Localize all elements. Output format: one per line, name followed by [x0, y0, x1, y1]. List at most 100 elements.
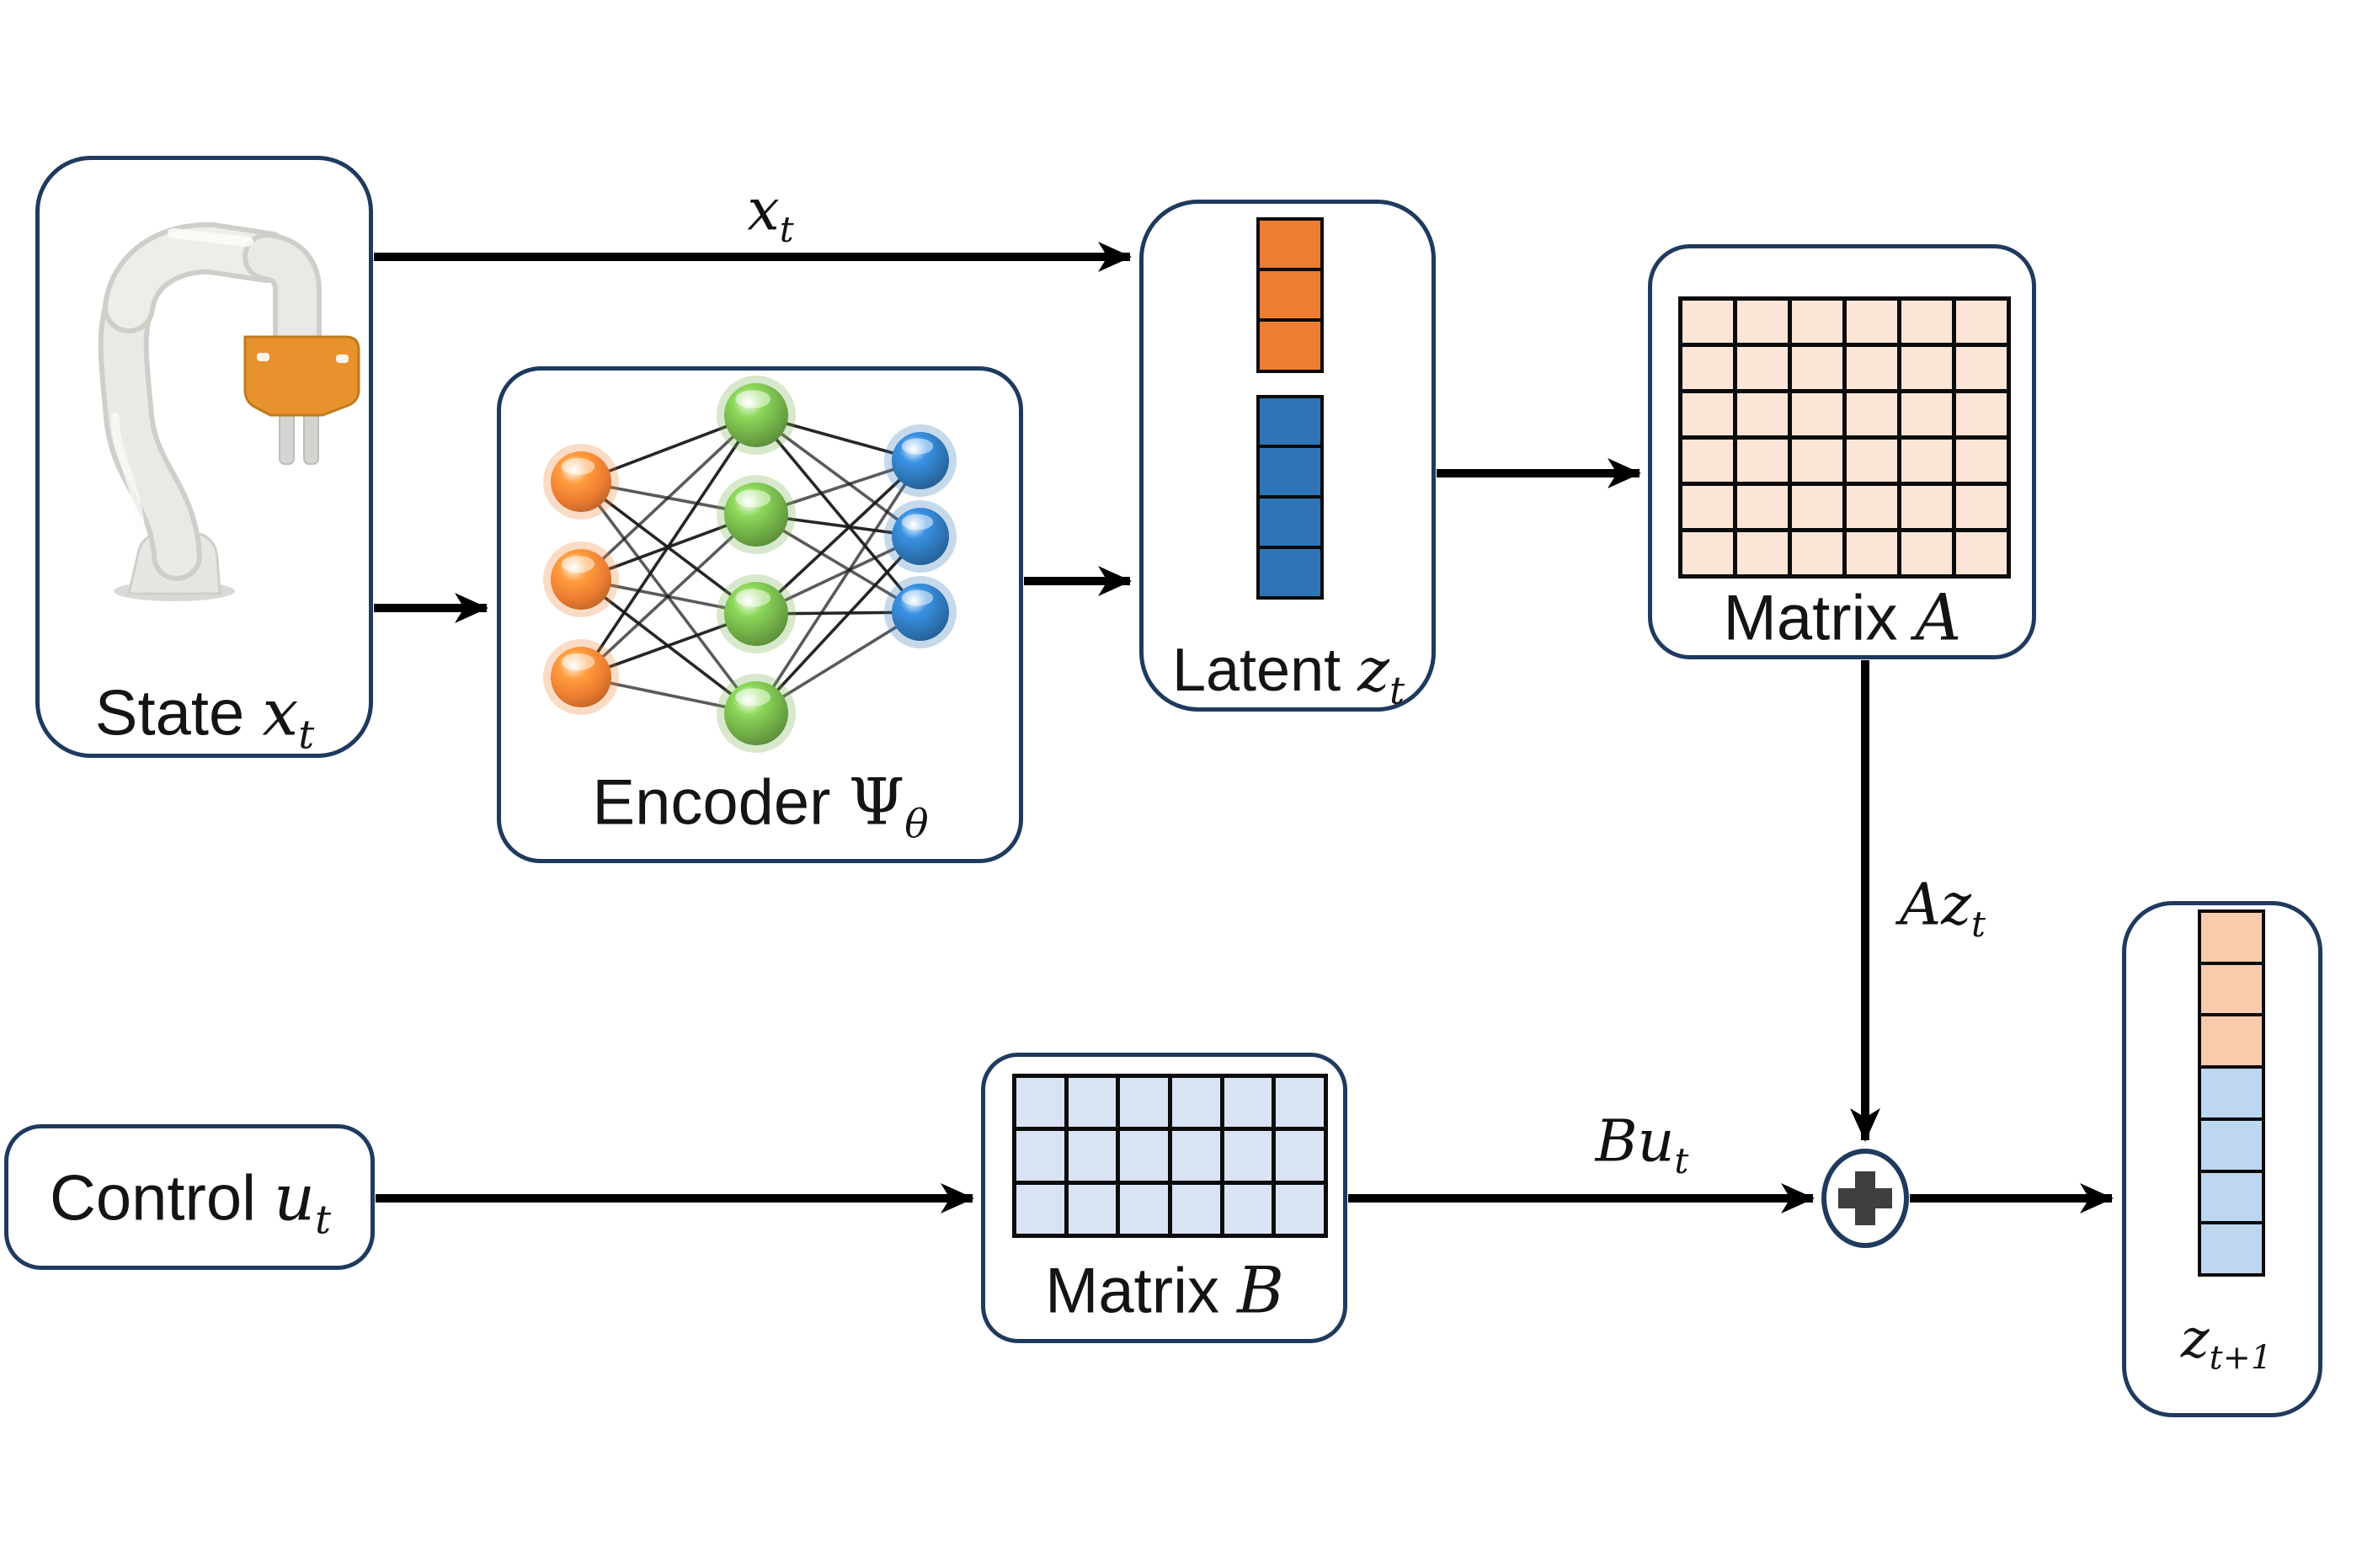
azt-arrow-label: Azt [1900, 872, 1986, 946]
matrix-cell [1847, 393, 1897, 435]
matrix-cell [1901, 347, 1952, 389]
matrix-cell [1737, 486, 1788, 528]
network-edge [754, 459, 922, 616]
matrix-cell [1956, 393, 2007, 435]
control-box [4, 1124, 375, 1270]
vector-cell [2201, 1016, 2262, 1066]
vector-cell [1260, 221, 1320, 269]
matrix-cell [1737, 440, 1788, 482]
matrix-cell [1792, 532, 1842, 574]
latent-vector [1256, 217, 1324, 600]
matrix-cell [1847, 440, 1897, 482]
network-edge [754, 413, 922, 614]
matrix-a-grid [1678, 296, 2011, 579]
vector-cell [2201, 1120, 2262, 1170]
plus-icon [1855, 1171, 1875, 1225]
matrix-cell [1956, 486, 2007, 528]
robot-arm-image [98, 221, 360, 601]
z-next-label: zt+1 [2180, 1308, 2273, 1378]
neuron-highlight [561, 555, 595, 573]
neuron-highlight [901, 589, 934, 606]
neuron-highlight [735, 688, 771, 707]
matrix-cell [1682, 440, 1733, 482]
matrix-cell [1682, 532, 1733, 574]
matrix-cell [1901, 532, 1952, 574]
network-edge [754, 413, 922, 538]
network-edge [579, 513, 758, 679]
matrix-cell [1901, 440, 1952, 482]
matrix-cell [1792, 301, 1842, 343]
matrix-cell [1792, 440, 1842, 482]
matrix-cell [1172, 1184, 1220, 1234]
matrix-a-label: Matrix A [1723, 579, 1962, 655]
matrix-cell [1901, 393, 1952, 435]
matrix-cell [1276, 1184, 1324, 1234]
matrix-cell [1737, 532, 1788, 574]
neuron-highlight [735, 589, 771, 607]
matrix-cell [1847, 532, 1897, 574]
vector-cell [2201, 1224, 2262, 1274]
matrix-cell [1956, 440, 2007, 482]
matrix-cell [1682, 301, 1733, 343]
matrix-cell [1792, 486, 1842, 528]
matrix-cell [1224, 1078, 1272, 1128]
network-edge [579, 413, 758, 679]
matrix-cell [1956, 301, 2007, 343]
neuron-highlight [901, 438, 934, 455]
matrix-b-label: Matrix B [1045, 1252, 1284, 1328]
matrix-cell [1792, 393, 1842, 435]
network-edge [755, 611, 921, 715]
matrix-cell [1901, 486, 1952, 528]
matrix-cell [1224, 1184, 1272, 1234]
matrix-cell [1120, 1184, 1168, 1234]
xt-arrow-label: xt [747, 177, 794, 251]
vector-cell [2201, 964, 2262, 1014]
matrix-cell [1172, 1078, 1220, 1128]
matrix-b-grid [1012, 1074, 1328, 1238]
vector-cell [1260, 397, 1320, 445]
but-arrow-label: But [1595, 1108, 1689, 1182]
znext-vector [2198, 909, 2265, 1277]
matrix-cell [1847, 301, 1897, 343]
vector-cell [1260, 271, 1320, 319]
matrix-cell [1847, 347, 1897, 389]
matrix-cell [1956, 347, 2007, 389]
vector-cell [2201, 1172, 2262, 1222]
vector-segment [2198, 909, 2265, 1277]
latent-label: Latent zt [1171, 634, 1405, 713]
matrix-cell [1737, 347, 1788, 389]
matrix-cell [1016, 1131, 1064, 1181]
matrix-cell [1224, 1131, 1272, 1181]
vector-cell [2201, 1069, 2262, 1117]
vector-cell [1260, 322, 1320, 370]
matrix-cell [1172, 1131, 1220, 1181]
matrix-cell [1847, 486, 1897, 528]
encoder-label: Encoder Ψθ [592, 764, 929, 848]
neuron-highlight [735, 489, 771, 508]
neuron-highlight [561, 653, 595, 671]
sum-node [1821, 1149, 1909, 1248]
vector-segment [1256, 217, 1324, 373]
neural-network-graphic [543, 376, 957, 753]
control-label: Control ut [49, 1160, 332, 1244]
matrix-cell [1792, 347, 1842, 389]
matrix-cell [1737, 301, 1788, 343]
matrix-cell [1068, 1184, 1117, 1234]
matrix-cell [1016, 1078, 1064, 1128]
neuron-highlight [735, 390, 771, 408]
matrix-cell [1901, 301, 1952, 343]
network-edge [754, 460, 922, 714]
network-edge [754, 535, 922, 715]
matrix-cell [1120, 1131, 1168, 1181]
vector-cell [1260, 549, 1320, 597]
matrix-cell [1068, 1131, 1117, 1181]
neuron-highlight [901, 514, 934, 531]
neuron-highlight [561, 457, 595, 476]
matrix-cell [1682, 393, 1733, 435]
network-edge [579, 413, 758, 581]
matrix-cell [1682, 486, 1733, 528]
matrix-cell [1737, 393, 1788, 435]
matrix-cell [1956, 532, 2007, 574]
